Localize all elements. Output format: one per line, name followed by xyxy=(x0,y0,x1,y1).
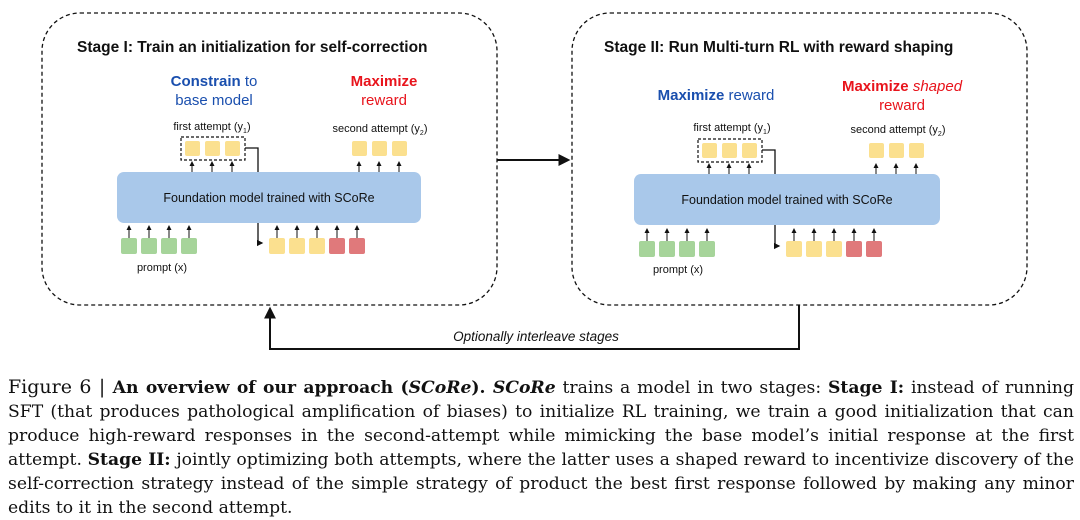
caption-title-italic: SCoRe xyxy=(408,378,472,398)
stage1-y2-token xyxy=(392,141,407,156)
stage2-y1-token xyxy=(722,143,737,158)
stage2-right-goal-line2: reward xyxy=(879,97,925,114)
stage1-response-token xyxy=(289,238,305,254)
stage1-left-goal: Constrain to xyxy=(171,73,258,90)
stage2-model-label: Foundation model trained with SCoRe xyxy=(681,193,892,207)
stage1-left-goal-bold: Constrain xyxy=(171,73,241,90)
stage2-title: Stage II: Run Multi-turn RL with reward … xyxy=(604,39,953,56)
caption-score-name: SCoRe xyxy=(492,378,556,398)
stage2-first-attempt-label: first attempt (y1) xyxy=(693,122,770,136)
interleave-label: Optionally interleave stages xyxy=(453,329,619,344)
figure-caption: Figure 6 | An overview of our approach (… xyxy=(8,375,1074,520)
stage2-prompt-token xyxy=(679,241,695,257)
stage1-second-attempt-label: second attempt (y2) xyxy=(332,123,427,137)
caption-title: An overview of our approach ( xyxy=(112,378,409,398)
caption-figure-label: Figure 6 | xyxy=(8,376,113,398)
stage1-prompt-token xyxy=(141,238,157,254)
stage2-response-token xyxy=(846,241,862,257)
stage2-left-goal: Maximize reward xyxy=(658,87,775,104)
stage2-right-goal-bold: Maximize xyxy=(842,78,909,95)
stage1-y1-token xyxy=(205,141,220,156)
stage1-prompt-token xyxy=(161,238,177,254)
stage1-right-goal-line1: Maximize xyxy=(351,73,418,90)
stage1-left-goal-line2: base model xyxy=(175,92,253,109)
stage1-left-goal-rest: to xyxy=(241,73,258,90)
stage2-dashed-border xyxy=(571,12,1028,306)
stage2-left-goal-rest: reward xyxy=(724,87,774,104)
stage1-model-box xyxy=(117,172,421,223)
stage1-response-token xyxy=(309,238,325,254)
stage1-y2-token xyxy=(352,141,367,156)
interleave-loop-arrow xyxy=(264,305,800,350)
stage2-panel: Stage II: Run Multi-turn RL with reward … xyxy=(571,12,1028,306)
stage2-y2-token xyxy=(869,143,884,158)
stage2-response-token xyxy=(786,241,802,257)
stage1-first-attempt-label: first attempt (y1) xyxy=(173,121,250,135)
stage1-response-token xyxy=(269,238,285,254)
stage1-right-goal-line2: reward xyxy=(361,92,407,109)
stage2-y2-token xyxy=(909,143,924,158)
stage1-dashed-border xyxy=(41,12,498,306)
stage2-second-attempt-label: second attempt (y2) xyxy=(850,124,945,138)
stage1-prompt-token xyxy=(121,238,137,254)
stage1-prompt-token xyxy=(181,238,197,254)
stage2-prompt-token xyxy=(659,241,675,257)
stage2-left-goal-bold: Maximize xyxy=(658,87,725,104)
stage1-y2-token xyxy=(372,141,387,156)
caption-title-end: ). xyxy=(471,378,493,398)
stage1-response-token xyxy=(329,238,345,254)
caption-part1: trains a model in two stages: xyxy=(555,378,828,398)
caption-stage2-label: Stage II: xyxy=(87,450,171,470)
stage2-model-box xyxy=(634,174,940,225)
stage1-y1-token xyxy=(185,141,200,156)
stage2-right-goal-italic: shaped xyxy=(909,78,963,95)
stage1-model-label: Foundation model trained with SCoRe xyxy=(163,191,374,205)
stage1-y1-token xyxy=(225,141,240,156)
stage1-output-arrows xyxy=(189,161,402,172)
stage1-panel: Stage I: Train an initialization for sel… xyxy=(41,12,498,306)
caption-stage1-label: Stage I: xyxy=(827,378,905,398)
stage2-prompt-token xyxy=(699,241,715,257)
stage2-response-token xyxy=(806,241,822,257)
stage2-response-token xyxy=(826,241,842,257)
stage2-y2-token xyxy=(889,143,904,158)
stage2-input-arrows xyxy=(644,228,877,241)
stage1-prompt-label: prompt (x) xyxy=(137,262,187,274)
stage1-response-token xyxy=(349,238,365,254)
score-overview-diagram: Stage I: Train an initialization for sel… xyxy=(41,12,1028,350)
stage2-response-token xyxy=(866,241,882,257)
stage2-output-arrows xyxy=(706,163,919,174)
stage2-prompt-label: prompt (x) xyxy=(653,264,703,276)
stage2-prompt-token xyxy=(639,241,655,257)
stage1-input-arrows xyxy=(126,225,360,238)
stage2-right-goal-line1: Maximize shaped xyxy=(842,78,963,95)
stage1-title: Stage I: Train an initialization for sel… xyxy=(77,39,428,56)
stage2-y1-token xyxy=(702,143,717,158)
stage2-y1-token xyxy=(742,143,757,158)
caption-part2: instead of running SFT (that produces pa… xyxy=(8,378,1074,470)
